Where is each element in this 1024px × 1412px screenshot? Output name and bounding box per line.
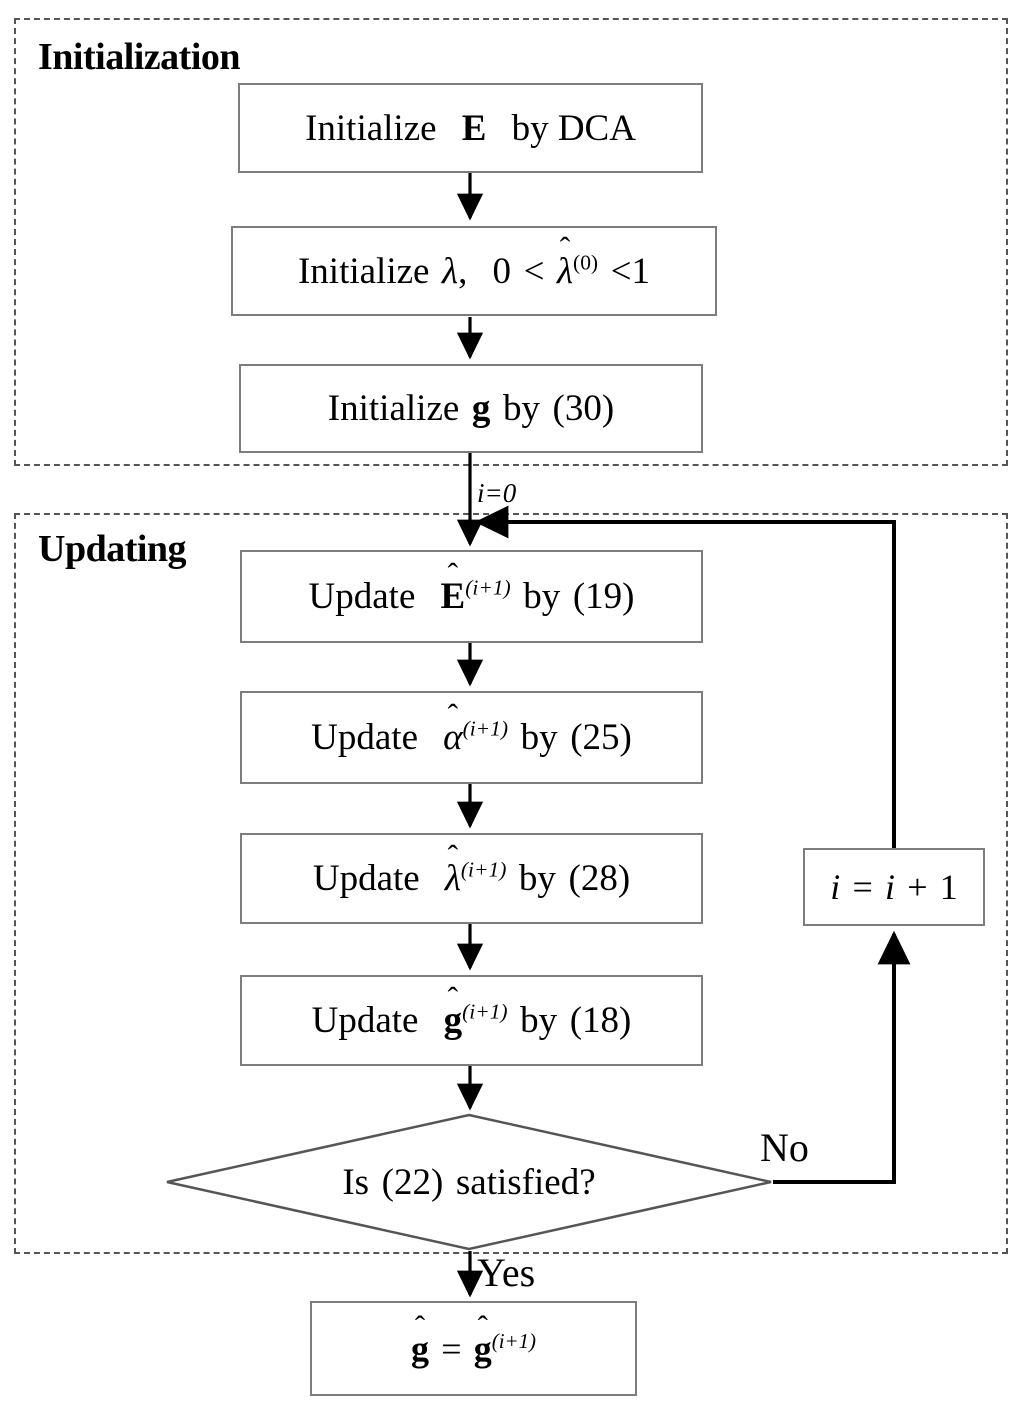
node-text: Updatêg(i+1)by(18) bbox=[311, 999, 632, 1041]
node-text: Updatêα(i+1)by(25) bbox=[311, 716, 632, 758]
node-update-e: UpdatêE(i+1)by(19) bbox=[240, 550, 703, 643]
group-label-updating: Updating bbox=[38, 528, 187, 570]
node-text: UpdatêE(i+1)by(19) bbox=[308, 575, 635, 617]
node-update-lambda: Updatêλ(i+1)by(28) bbox=[240, 833, 703, 924]
edge-label-no: No bbox=[760, 1125, 809, 1170]
decision-text: Is(22)satisfied? bbox=[342, 1161, 596, 1203]
node-update-g: Updatêg(i+1)by(18) bbox=[240, 975, 703, 1066]
node-text: i=i+1 bbox=[830, 867, 958, 907]
edge-label-yes: Yes bbox=[477, 1250, 536, 1295]
node-text: ̂g=̂g(i+1) bbox=[410, 1328, 536, 1369]
node-result-g: ̂g=̂g(i+1) bbox=[310, 1301, 637, 1396]
group-initialization bbox=[14, 18, 1008, 466]
diamond-shape bbox=[166, 1113, 772, 1251]
edge-label-i-equals-0: i=0 bbox=[477, 478, 517, 508]
node-update-alpha: Updatêα(i+1)by(25) bbox=[240, 691, 703, 784]
node-decision-is-22-satisfied: Is(22)satisfied? bbox=[165, 1113, 773, 1251]
node-text: Updatêλ(i+1)by(28) bbox=[312, 857, 631, 899]
group-updating bbox=[14, 513, 1008, 1254]
group-label-initialization: Initialization bbox=[38, 36, 241, 78]
node-increment-counter: i=i+1 bbox=[803, 848, 985, 926]
